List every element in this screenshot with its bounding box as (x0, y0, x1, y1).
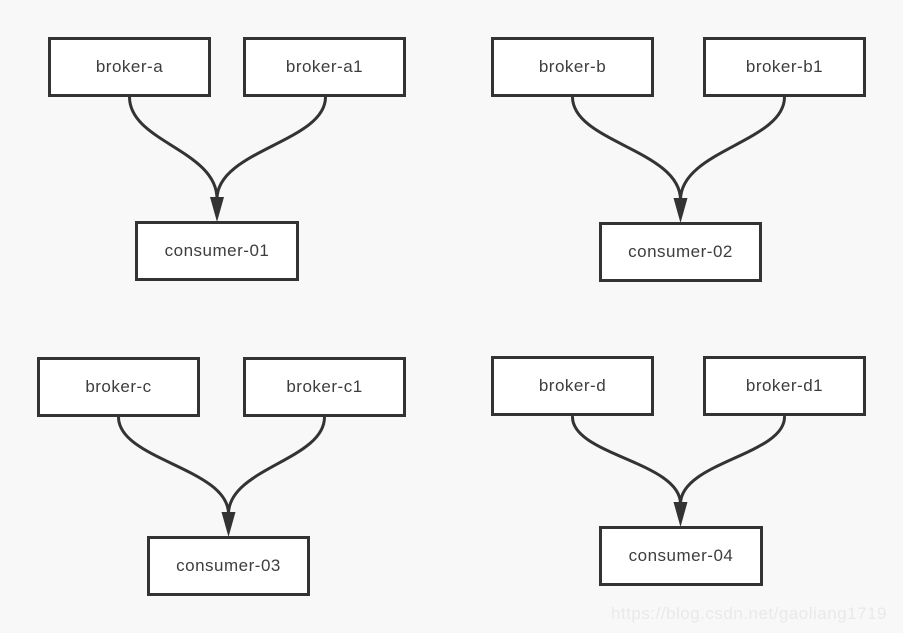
node-consumer-04: consumer-04 (599, 526, 763, 586)
arrowhead-consumer-02 (673, 198, 688, 223)
node-broker-d: broker-d (491, 356, 654, 416)
node-consumer-03: consumer-03 (147, 536, 310, 596)
arrowhead-consumer-01 (210, 197, 224, 222)
arrowhead-consumer-03 (221, 512, 236, 537)
edge-broker-b-consumer-02 (571, 95, 682, 202)
node-broker-c: broker-c (37, 357, 200, 417)
arrowhead-consumer-04 (673, 502, 688, 527)
edge-broker-c-consumer-03 (117, 415, 230, 516)
edge-broker-d1-consumer-04 (679, 415, 786, 506)
edge-broker-b1-consumer-02 (679, 95, 786, 202)
node-consumer-01: consumer-01 (135, 221, 299, 281)
edge-broker-a-consumer-01 (128, 95, 219, 201)
node-broker-c1: broker-c1 (243, 357, 406, 417)
node-broker-b: broker-b (491, 37, 654, 97)
node-broker-a1: broker-a1 (243, 37, 406, 97)
edge-broker-c1-consumer-03 (227, 415, 326, 516)
edge-broker-a1-consumer-01 (215, 95, 327, 201)
node-consumer-02: consumer-02 (599, 222, 762, 282)
watermark-text: https://blog.csdn.net/gaoliang1719 (611, 604, 887, 623)
node-broker-a: broker-a (48, 37, 211, 97)
edge-broker-d-consumer-04 (571, 415, 682, 506)
node-broker-d1: broker-d1 (703, 356, 866, 416)
node-broker-b1: broker-b1 (703, 37, 866, 97)
